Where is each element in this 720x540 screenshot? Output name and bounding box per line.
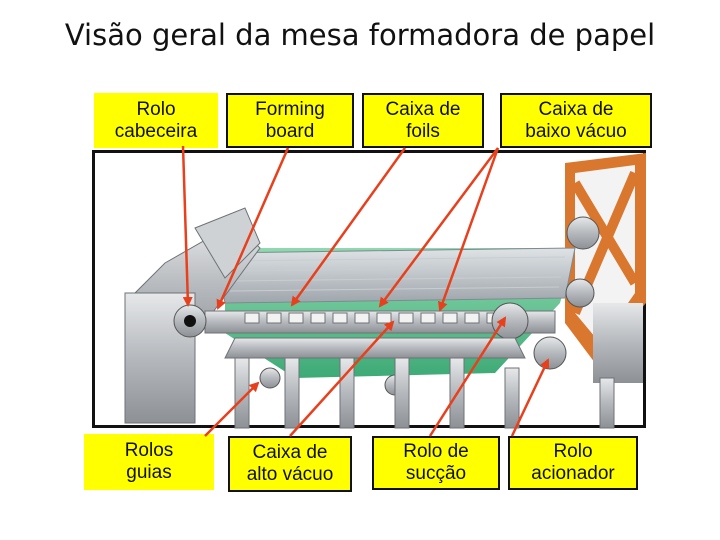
label-rolo-cabeceira: Rolo cabeceira: [94, 93, 218, 148]
upper-roll-right: [566, 216, 600, 250]
upper-roll-right-2: [565, 278, 595, 308]
couch-roll: [491, 302, 529, 340]
label-rolos-guias: Rolos guias: [84, 434, 214, 490]
label-rolo-succao: Rolo de sucção: [372, 436, 500, 490]
forming-table-illustration: [92, 150, 646, 429]
label-caixa-alto-vacuo: Caixa de alto vácuo: [228, 436, 352, 492]
return-roll-1: [259, 367, 281, 389]
vacuum-box: [224, 337, 526, 359]
forming-wire: [214, 247, 576, 304]
orange-frame-structure: [565, 153, 646, 383]
forming-table-drawing: [124, 153, 646, 429]
page-title: Visão geral da mesa formadora de papel: [64, 18, 656, 52]
label-caixa-baixo-vacuo: Caixa de baixo vácuo: [500, 93, 652, 148]
label-caixa-foils: Caixa de foils: [362, 93, 484, 148]
drive-roll: [533, 336, 567, 370]
label-forming-board: Forming board: [226, 93, 354, 148]
label-rolo-acionador: Rolo acionador: [508, 436, 638, 490]
